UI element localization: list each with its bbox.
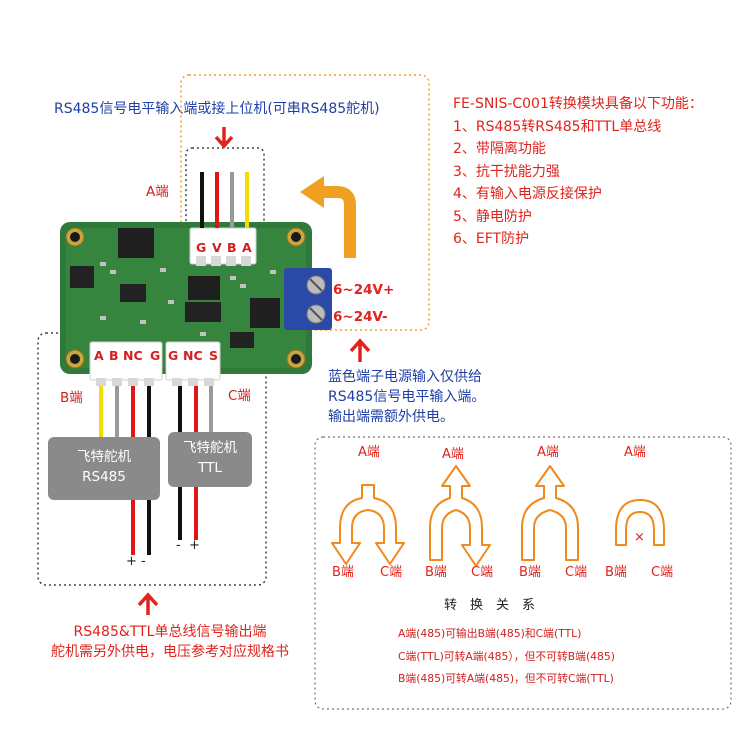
pin-a-v: V (212, 240, 222, 255)
pin-a-a: A (242, 240, 252, 255)
servo-rs485-box: 飞特舵机 RS485 (48, 437, 160, 500)
conv2-right: C端 (471, 565, 494, 580)
output-port-line: 舵机需另外供电，电压参考对应规格书 (51, 644, 289, 660)
conv2-top: A端 (442, 447, 464, 462)
feature-item: 6、EFT防护 (453, 231, 530, 247)
conversion-diagram-merge (521, 465, 579, 561)
conv3-left: B端 (519, 565, 541, 580)
output-arrow (137, 592, 159, 615)
a-input-arrow (214, 127, 234, 149)
conversion-diagram-none (615, 499, 665, 546)
power-terminal (284, 268, 332, 330)
a-connector (189, 227, 257, 266)
output-port-line: RS485&TTL单总线信号输出端 (73, 624, 267, 640)
conv3-top: A端 (537, 445, 559, 460)
power-plus-label: 6~24V+ (333, 282, 395, 298)
conversion-note: B端(485)可转A端(485)，但不可转C端(TTL) (398, 672, 614, 685)
conv1-top: A端 (358, 445, 380, 460)
conv4-top: A端 (624, 445, 646, 460)
feature-item: 3、抗干扰能力强 (453, 163, 560, 180)
output-port-label: RS485&TTL单总线信号输出端 舵机需另外供电，电压参考对应规格书 (34, 622, 306, 662)
pin-c-g: G (168, 348, 179, 363)
conv4-left: B端 (605, 565, 627, 580)
conversion-panel-outline (314, 436, 732, 710)
pin-a-b: B (227, 240, 237, 255)
feature-list: FE-SNIS-C001转换模块具备以下功能： 1、RS485转RS485和TT… (453, 93, 703, 251)
port-a-label: A端 (146, 184, 169, 200)
feature-item: 1、RS485转RS485和TTL单总线 (453, 118, 662, 135)
ttl-wire-sign: - + (176, 538, 200, 553)
conversion-note: C端(TTL)可转A端(485），但不可转B端(485) (398, 650, 615, 663)
b-connector (89, 341, 163, 381)
feature-item: 4、有输入电源反接保护 (453, 186, 602, 202)
pin-b-b: B (109, 348, 119, 363)
feature-item: 2、带隔离功能 (453, 141, 546, 157)
conversion-note: A端(485)可输出B端(485)和C端(TTL) (398, 627, 582, 640)
power-note-arrow (349, 338, 371, 362)
pin-a-g: G (196, 240, 207, 255)
pin-b-nc: NC (123, 348, 143, 363)
conversion-diagram-split (331, 484, 405, 565)
power-note-line: RS485信号电平输入端。 (328, 389, 486, 405)
input-port-label: RS485信号电平输入端或接上位机(可串RS485舵机) (54, 101, 380, 117)
pin-c-s: S (209, 348, 219, 363)
feature-item: 5、静电防护 (453, 208, 532, 225)
pin-b-g: G (150, 348, 161, 363)
feature-title: FE-SNIS-C001转换模块具备以下功能： (453, 96, 703, 112)
servo-rs485-title: 飞特舵机 (77, 449, 131, 465)
power-note: 蓝色端子电源输入仅供给 RS485信号电平输入端。 输出端需额外供电。 (328, 367, 485, 427)
port-b-label: B端 (60, 390, 83, 406)
power-note-line: 蓝色端子电源输入仅供给 (328, 369, 482, 385)
conv1-left: B端 (332, 565, 354, 580)
a-wires (200, 172, 249, 228)
power-note-line: 输出端需额外供电。 (328, 409, 454, 425)
servo-ttl-title: 飞特舵机 (183, 440, 237, 456)
rs485-wire-sign: + - (126, 554, 146, 569)
c-wires (178, 386, 213, 540)
power-flow-arrow (322, 186, 356, 258)
conv2-left: B端 (425, 565, 447, 580)
conv3-right: C端 (565, 565, 588, 580)
servo-ttl-box: 飞特舵机 TTL (168, 432, 252, 487)
servo-ttl-type: TTL (198, 460, 222, 476)
conv4-right: C端 (651, 565, 674, 580)
no-conversion-mark: × (634, 530, 645, 545)
conversion-title: 转 换 关 系 (444, 598, 536, 613)
b-wires (99, 386, 151, 555)
conv1-right: C端 (380, 565, 403, 580)
pin-b-a: A (94, 348, 104, 363)
pin-c-nc: NC (183, 348, 203, 363)
power-minus-label: 6~24V- (333, 309, 388, 325)
servo-rs485-type: RS485 (82, 469, 126, 485)
port-c-label: C端 (228, 388, 251, 404)
conversion-diagram-b-to-a (429, 465, 491, 567)
